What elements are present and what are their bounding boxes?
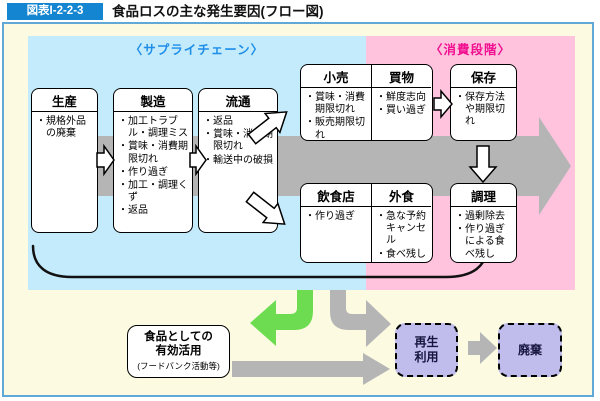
list-item: ・食べ残し — [376, 248, 426, 260]
arrow-distribution-retail-icon — [247, 111, 288, 145]
list-item: ・買い過ぎ — [376, 105, 426, 117]
arrow-distribution-restaurant-icon — [245, 191, 286, 225]
figure-title: 食品ロスの主な発生要因(フロー図) — [112, 4, 324, 19]
recycling-line2: 利用 — [414, 350, 439, 364]
list-item: ・作り過ぎによる食べ残し — [455, 224, 505, 260]
list-item: ・保存方法や期限切れ — [455, 92, 505, 128]
consumption-label: 〈消費段階〉 — [429, 43, 511, 57]
figure-number-badge: 図表I-2-2-3 — [7, 3, 103, 20]
arrow-shopping-storage-icon — [433, 88, 453, 120]
list-item: ・輸送中の破損 — [203, 154, 273, 166]
box-shopping-title: 買物 — [372, 65, 431, 88]
arrow-manufacturing-distribution-icon — [189, 143, 207, 177]
box-restaurant-eatingout: 飲食店 ・作り過ぎ 外食 ・急な予約キャンセル ・食べ残し — [300, 183, 433, 263]
box-cooking-title: 調理 — [451, 184, 516, 207]
box-retail-items: ・賞味・消費期限切れ ・販売期限切れ — [301, 88, 371, 141]
box-storage: 保存 ・保存方法や期限切れ — [450, 64, 517, 141]
recycling-line1: 再生 — [414, 335, 439, 349]
list-item: ・作り過ぎ — [118, 166, 168, 178]
list-item: ・返品 — [118, 205, 148, 217]
box-distribution-items: ・返品 ・賞味・消費期限切れ ・輸送中の破損 — [199, 112, 277, 170]
list-item: ・加工・調理くず — [118, 179, 188, 204]
disposal-label: 廃棄 — [517, 342, 542, 357]
list-item: ・急な予約キャンセル — [376, 211, 426, 247]
box-eating-out-items: ・急な予約キャンセル ・食べ残し — [372, 207, 431, 262]
box-eating-out-title: 外食 — [372, 184, 431, 207]
box-storage-title: 保存 — [451, 65, 516, 88]
box-retail-title: 小売 — [301, 65, 371, 88]
food-reuse-line2: 有効活用 — [155, 345, 202, 357]
box-cooking-items: ・過剰除去 ・作り過ぎによる食べ残し — [451, 207, 516, 262]
list-item: ・過剰除去 — [455, 211, 505, 222]
list-item: ・規格外品の廃棄 — [36, 116, 86, 140]
box-manufacturing-title: 製造 — [114, 89, 192, 112]
box-storage-items: ・保存方法や期限切れ — [451, 88, 516, 132]
box-retail: 小売 ・賞味・消費期限切れ ・販売期限切れ — [301, 65, 371, 140]
box-recycling: 再生 利用 — [395, 323, 458, 377]
box-cooking: 調理 ・過剰除去 ・作り過ぎによる食べ残し — [450, 183, 517, 263]
box-distribution-title: 流通 — [199, 89, 277, 112]
list-item: ・賞味・消費期限切れ — [203, 129, 273, 153]
list-item: ・賞味・消費期限切れ — [118, 141, 188, 165]
list-item: ・加工トラブル・調理ミス — [118, 116, 188, 140]
list-item: ・販売期限切れ — [305, 117, 365, 141]
food-reuse-line1: 食品としての — [144, 331, 213, 344]
list-item: ・作り過ぎ — [305, 211, 355, 222]
box-food-reuse: 食品としての 有効活用 (フードバンク活動等) — [127, 325, 230, 378]
box-shopping-items: ・鮮度志向 ・買い過ぎ — [372, 88, 431, 120]
box-eating-out: 外食 ・急な予約キャンセル ・食べ残し — [371, 184, 431, 262]
recycle-gray-arrow-icon — [330, 290, 391, 347]
supply-chain-label: 〈サプライチェーン〉 — [129, 43, 265, 57]
list-item: ・返品 — [203, 116, 233, 127]
box-disposal: 廃棄 — [498, 323, 562, 377]
list-item: ・賞味・消費期限切れ — [305, 92, 365, 116]
box-shopping: 買物 ・鮮度志向 ・買い過ぎ — [371, 65, 431, 140]
list-item: ・鮮度志向 — [376, 92, 426, 103]
box-distribution: 流通 ・返品 ・賞味・消費期限切れ ・輸送中の破損 — [198, 88, 278, 233]
arrow-production-manufacturing-icon — [96, 143, 115, 177]
food-reuse-note: (フードバンク活動等) — [137, 360, 220, 371]
box-manufacturing: 製造 ・加工トラブル・調理ミス ・賞味・消費期限切れ ・作り過ぎ ・加工・調理く… — [113, 88, 193, 233]
recycle-to-disposal-arrow-icon — [468, 332, 497, 364]
reuse-green-arrow-icon — [250, 290, 313, 346]
box-restaurant-items: ・作り過ぎ — [301, 207, 371, 226]
box-production-title: 生産 — [32, 89, 97, 112]
box-manufacturing-items: ・加工トラブル・調理ミス ・賞味・消費期限切れ ・作り過ぎ ・加工・調理くず ・… — [114, 112, 192, 221]
box-restaurant-title: 飲食店 — [301, 184, 371, 207]
box-retail-shopping: 小売 ・賞味・消費期限切れ ・販売期限切れ 買物 ・鮮度志向 ・買い過ぎ — [300, 64, 433, 141]
arrow-storage-cooking-icon — [468, 145, 498, 184]
box-production-items: ・規格外品の廃棄 — [32, 112, 97, 143]
reuse-to-recycle-arrow-icon — [232, 353, 390, 385]
box-restaurant: 飲食店 ・作り過ぎ — [301, 184, 371, 262]
